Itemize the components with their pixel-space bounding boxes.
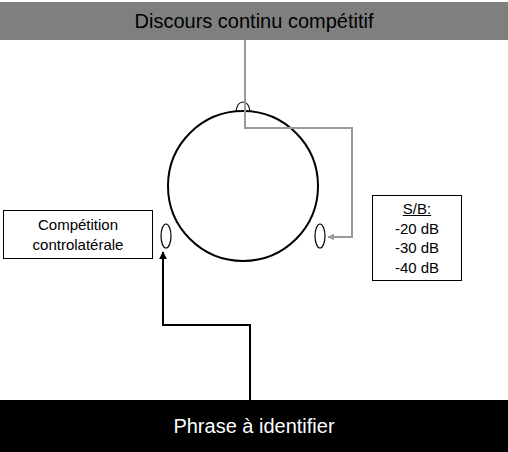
bottom-band: Phrase à identifier bbox=[0, 400, 508, 452]
table-heading: S/B: bbox=[379, 199, 455, 219]
node-text: -20 dB bbox=[379, 219, 455, 239]
head-circle bbox=[168, 111, 318, 261]
node-text: -30 dB bbox=[379, 238, 455, 258]
top-band: Discours continu compétitif bbox=[0, 2, 508, 40]
competing-speech-line bbox=[245, 40, 352, 237]
node-text: Compétition controlatérale bbox=[10, 215, 146, 254]
node-text: -40 dB bbox=[379, 258, 455, 278]
target-sentence-line bbox=[163, 252, 250, 400]
left-ear bbox=[161, 224, 171, 248]
right-ear bbox=[315, 224, 325, 248]
node-text: Phrase à identifier bbox=[173, 414, 334, 438]
label-box: Compétition controlatérale bbox=[3, 210, 153, 259]
node-text: Discours continu compétitif bbox=[135, 9, 374, 33]
snr-box: S/B:-20 dB-30 dB-40 dB bbox=[372, 195, 462, 281]
